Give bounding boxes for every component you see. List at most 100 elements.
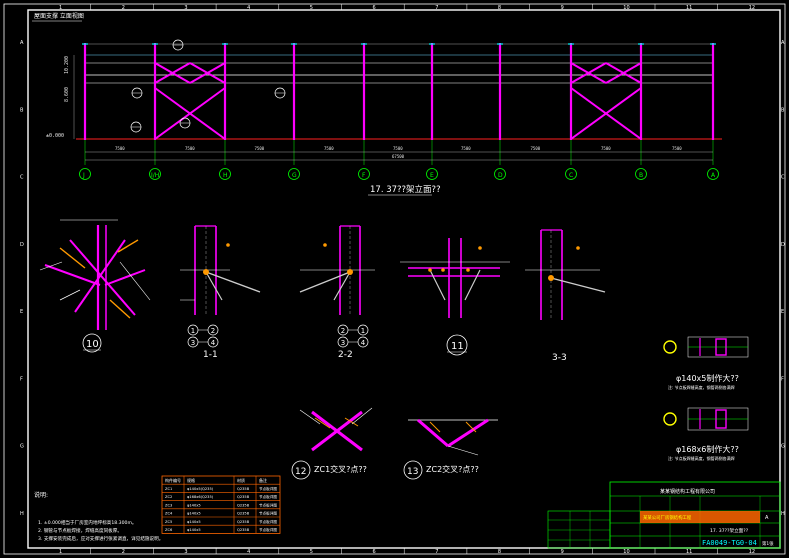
border-number-bottom: 2 bbox=[122, 549, 125, 555]
grid-axis-label: E bbox=[430, 172, 434, 179]
border-letter-right: F bbox=[781, 376, 784, 382]
bay-dim-text: 7500 bbox=[672, 146, 682, 151]
border-number-top: 7 bbox=[435, 5, 438, 11]
table-cell: φ140x5 bbox=[187, 528, 201, 532]
total-dim-text: 67500 bbox=[392, 154, 405, 159]
table-frame bbox=[161, 475, 281, 534]
grid-bubble bbox=[288, 168, 300, 180]
border-letter-right: B bbox=[781, 107, 785, 113]
grid-axis-label: D bbox=[498, 172, 503, 179]
detail-12-cross: 12 ZC1交叉?点?? bbox=[291, 407, 373, 480]
bay-dim-text: 7500 bbox=[601, 146, 611, 151]
table-header-cell: 构件编号 bbox=[165, 477, 181, 483]
elev-callout-4 bbox=[179, 117, 191, 129]
bolt-marker-label: 3 bbox=[191, 339, 195, 347]
border-number-top: 2 bbox=[122, 5, 125, 11]
border-letter-left: H bbox=[20, 511, 24, 517]
border-letter-right: D bbox=[781, 242, 785, 248]
level-label-eave: 8.600 bbox=[64, 87, 70, 102]
elevation-title: 17. 37??架立面?? bbox=[370, 184, 441, 195]
section-2-2-label: 2-2 bbox=[338, 350, 353, 360]
border-letter-left: E bbox=[20, 309, 23, 315]
detail-12-title: ZC1交叉?点?? bbox=[314, 464, 367, 474]
detail-13-cross: 13 ZC2交叉?点?? bbox=[403, 418, 498, 480]
border-number-top: 3 bbox=[184, 5, 187, 11]
detail-11-node: 11 bbox=[400, 238, 510, 356]
sheet-outer-border bbox=[3, 3, 786, 555]
title-project: 某某公司厂房钢结构工程 bbox=[643, 514, 692, 521]
border-number-bottom: 6 bbox=[373, 549, 376, 555]
bay-dim-text: 7500 bbox=[324, 146, 334, 151]
border-number-bottom: 7 bbox=[435, 549, 438, 555]
detail-10-node: 10 bbox=[39, 219, 151, 353]
table-cell: ZC6 bbox=[165, 528, 173, 532]
level-label-ground: ±0.000 bbox=[46, 133, 64, 139]
note-line-2: 2. 钢管与节点板焊接，焊缝高度同板厚。 bbox=[38, 527, 122, 534]
bolt-marker-label: 2 bbox=[211, 327, 215, 335]
brace-upper-1c bbox=[154, 62, 191, 84]
border-number-top: 5 bbox=[310, 5, 313, 11]
table-cell: φ140x5 bbox=[187, 520, 201, 524]
elev-callout-1 bbox=[172, 39, 184, 51]
border-letter-right: H bbox=[781, 511, 785, 517]
pipe-detail-140-note: 注: 节点板焊缝高度，钢管两侧各满焊 bbox=[668, 384, 735, 390]
callout-12-label: 12 bbox=[295, 467, 306, 477]
border-number-top: 9 bbox=[561, 5, 564, 11]
grid-axis-label: I/H bbox=[151, 172, 159, 179]
border-letter-right: A bbox=[781, 40, 785, 46]
brace-upper-2d bbox=[605, 62, 642, 84]
table-cell: 节点板详图 bbox=[259, 494, 277, 499]
brace-lower-2b bbox=[570, 87, 642, 140]
grid-axis-label: G bbox=[292, 172, 297, 179]
brace-upper-1d bbox=[189, 62, 226, 84]
table-cell: ZC4 bbox=[165, 512, 173, 516]
table-header-cell: 备注 bbox=[259, 477, 267, 483]
pipe-detail-140-title: φ140x5制作大?? bbox=[676, 373, 739, 383]
border-number-top: 8 bbox=[498, 5, 501, 11]
corner-note: 屋面支撑 立面视图 bbox=[34, 12, 84, 20]
table-cell: ZC3 bbox=[165, 503, 172, 507]
grid-bubble bbox=[565, 168, 577, 180]
border-number-bottom: 3 bbox=[184, 549, 187, 555]
bolt-marker-label: 2 bbox=[341, 327, 345, 335]
grid-bubble bbox=[79, 168, 91, 180]
bolt-marker-label: 1 bbox=[361, 327, 365, 335]
note-line-1: 1. ±0.000相当于厂房室内地坪标高18.300m。 bbox=[38, 519, 137, 526]
bolt-marker-label: 4 bbox=[361, 339, 366, 347]
border-number-bottom: 9 bbox=[561, 549, 564, 555]
bay-dim-text: 7500 bbox=[185, 146, 195, 151]
bay-dim-text: 7500 bbox=[115, 146, 125, 151]
elev-callout-3 bbox=[130, 121, 142, 133]
border-number-top: 4 bbox=[247, 5, 250, 11]
notes-block: 说明: 1. ±0.000相当于厂房室内地坪标高18.300m。 2. 钢管与节… bbox=[34, 491, 163, 542]
border-letter-left: F bbox=[20, 376, 23, 382]
border-number-bottom: 1 bbox=[59, 549, 62, 555]
brace-upper-2c bbox=[570, 62, 607, 84]
table-header-cell: 规格 bbox=[187, 477, 195, 483]
border-number-bottom: 12 bbox=[749, 549, 755, 555]
section-3-3-label: 3-3 bbox=[552, 353, 567, 363]
level-label-top: 10.200 bbox=[64, 56, 70, 74]
grid-axis-label: F bbox=[362, 172, 366, 179]
table-cell: ZC5 bbox=[165, 520, 172, 524]
grid-axis-label: B bbox=[639, 172, 643, 179]
table-cell: 节点板详图 bbox=[259, 527, 277, 532]
table-cell: φ140x5(Q235) bbox=[187, 487, 214, 491]
section-3-3: 3-3 bbox=[525, 229, 606, 363]
title-drawing-number: FA0049-TG0-04 bbox=[702, 539, 757, 547]
table-cell: Q235B bbox=[237, 495, 250, 499]
border-letter-right: C bbox=[781, 175, 785, 181]
detail-13-title: ZC2交叉?点?? bbox=[426, 464, 479, 474]
revision-box bbox=[547, 510, 611, 549]
border-number-top: 1 bbox=[59, 5, 62, 11]
grid-bubble bbox=[149, 168, 161, 180]
border-number-top: 10 bbox=[623, 5, 629, 11]
pipe-detail-168-title: φ168x6制作大?? bbox=[676, 444, 739, 454]
table-cell: Q235B bbox=[237, 487, 250, 491]
grid-bubble bbox=[707, 168, 719, 180]
